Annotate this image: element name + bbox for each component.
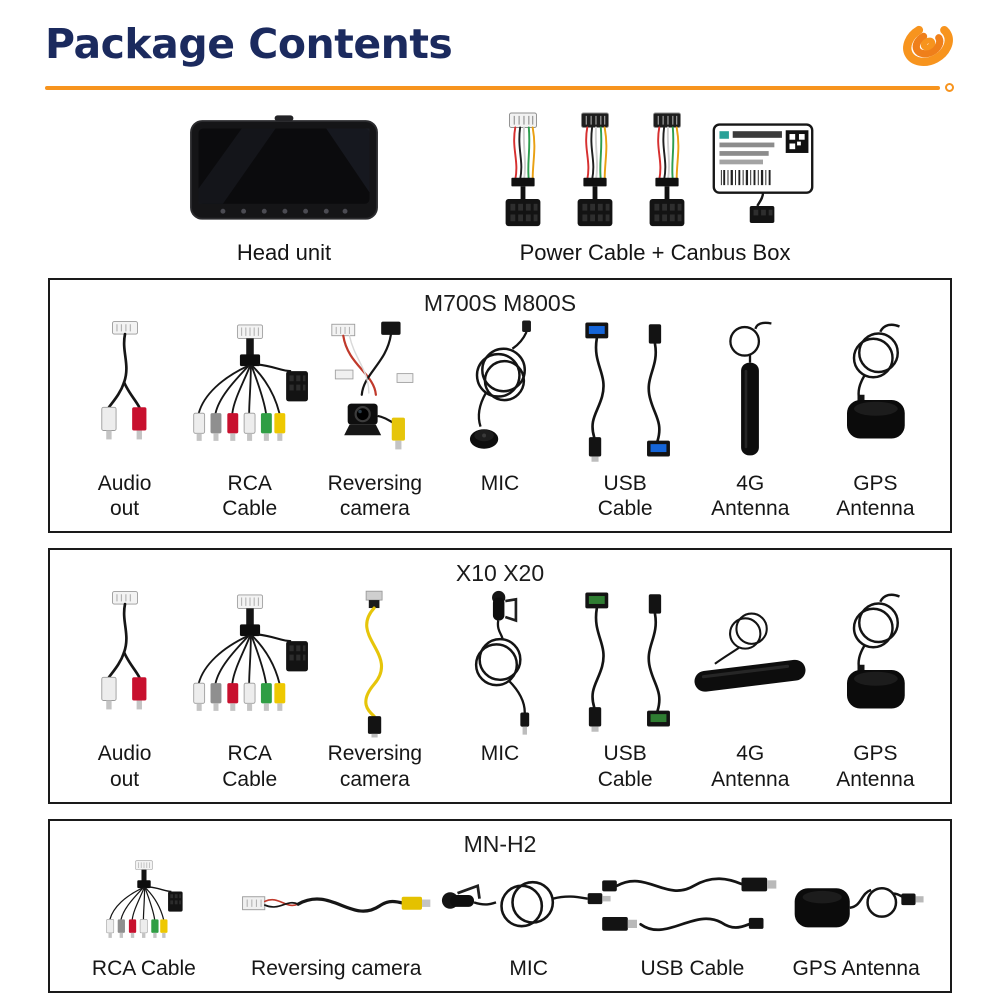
gps-antenna-icon <box>785 858 927 954</box>
item-label: Reversing camera <box>327 472 423 521</box>
mic-icon <box>454 588 546 738</box>
item-label: MIC <box>509 956 548 980</box>
usb-cable-icon <box>573 318 677 468</box>
item-reversing-camera: Reversing camera <box>312 317 437 521</box>
item-label: GPS Antenna <box>836 472 915 521</box>
section-title: X10 X20 <box>455 560 545 587</box>
item-mic: MIC <box>437 317 562 496</box>
item-label: Reversing camera <box>327 742 423 791</box>
mic-icon <box>437 862 621 950</box>
power-bundle-icon <box>494 110 552 230</box>
power-cable-canbus-label: Power Cable + Canbus Box <box>519 240 791 265</box>
power-bundle-icon <box>638 110 696 230</box>
divider-dot <box>945 83 954 92</box>
head-unit-item: Head unit <box>184 106 384 266</box>
canbus-box-icon <box>710 110 816 230</box>
page-title: Package Contents <box>45 20 453 68</box>
head-unit-icon <box>184 106 384 230</box>
reversing-camera-icon <box>237 869 435 943</box>
gps-antenna-icon <box>826 588 924 738</box>
item-label: USB Cable <box>597 742 653 791</box>
item-label: Reversing camera <box>251 956 422 980</box>
item-label: GPS Antenna <box>792 956 920 980</box>
section-mn-h2: MN-H2 RCA Cable Reversing camera MIC USB… <box>48 818 952 993</box>
rca-cable-icon <box>101 859 187 953</box>
item-label: Audio out <box>97 472 152 521</box>
item-audio-out: Audio out <box>62 587 187 791</box>
item-label: GPS Antenna <box>836 742 915 791</box>
item-rca-cable: RCA Cable <box>187 587 312 791</box>
item-usb-cable: USB Cable <box>611 858 775 981</box>
power-cable-canbus-icon <box>494 110 816 230</box>
item-label: RCA Cable <box>222 472 278 521</box>
power-cable-canbus-item: Power Cable + Canbus Box <box>494 110 816 266</box>
item-gps-antenna: GPS Antenna <box>813 317 938 521</box>
item-label: MIC <box>480 472 520 495</box>
item-rca-cable: RCA Cable <box>62 858 226 981</box>
item-usb-cable: USB Cable <box>563 587 688 791</box>
item-gps-antenna: GPS Antenna <box>813 587 938 791</box>
item-gps-antenna: GPS Antenna <box>774 858 938 981</box>
page-header: Package Contents <box>0 0 1000 76</box>
item-label: Audio out <box>97 742 152 791</box>
item-label: RCA Cable <box>222 742 278 791</box>
item-label: 4G Antenna <box>711 742 790 791</box>
item-label: 4G Antenna <box>711 472 790 521</box>
item-label: RCA Cable <box>91 956 196 980</box>
accent-divider <box>45 83 954 92</box>
audio-out-icon <box>82 588 168 738</box>
section-items: Audio out RCA Cable Reversing camera MIC… <box>62 317 938 521</box>
section-items: RCA Cable Reversing camera MIC USB Cable… <box>62 858 938 981</box>
item-label: USB Cable <box>640 956 745 980</box>
section-m700s-m800s: M700S M800S Audio out RCA Cable Reversin… <box>48 278 952 534</box>
reversing-camera-icon <box>336 588 414 738</box>
item-label: USB Cable <box>597 472 653 521</box>
item-usb-cable: USB Cable <box>563 317 688 521</box>
item-reversing-camera: Reversing camera <box>312 587 437 791</box>
section-title: MN-H2 <box>463 830 537 857</box>
item-rca-cable: RCA Cable <box>187 317 312 521</box>
gps-antenna-icon <box>826 318 924 468</box>
item-4g-antenna: 4G Antenna <box>688 317 813 521</box>
audio-out-icon <box>82 318 168 468</box>
item-mic: MIC <box>437 587 562 766</box>
usb-cable-icon <box>600 862 784 950</box>
rca-cable-icon <box>187 318 313 468</box>
item-mic: MIC <box>447 858 611 981</box>
mic-icon <box>454 318 546 468</box>
4g-antenna-icon <box>709 318 791 468</box>
usb-cable-icon <box>573 588 677 738</box>
section-items: Audio out RCA Cable Reversing camera MIC… <box>62 587 938 791</box>
section-title: M700S M800S <box>423 290 577 316</box>
head-unit-label: Head unit <box>236 240 332 265</box>
4g-antenna-icon <box>683 600 817 726</box>
item-audio-out: Audio out <box>62 317 187 521</box>
top-items-section: Head unit Power Cable + Canbus Box <box>0 98 1000 278</box>
item-reversing-camera: Reversing camera <box>226 858 447 981</box>
item-4g-antenna: 4G Antenna <box>688 587 813 791</box>
power-bundle-icon <box>566 110 624 230</box>
reversing-camera-icon <box>323 318 427 468</box>
section-x10-x20: X10 X20 Audio out RCA Cable Reversing ca… <box>48 548 952 804</box>
rca-cable-icon <box>187 588 313 738</box>
brand-swirl-logo <box>903 21 953 67</box>
item-label: MIC <box>480 742 520 766</box>
